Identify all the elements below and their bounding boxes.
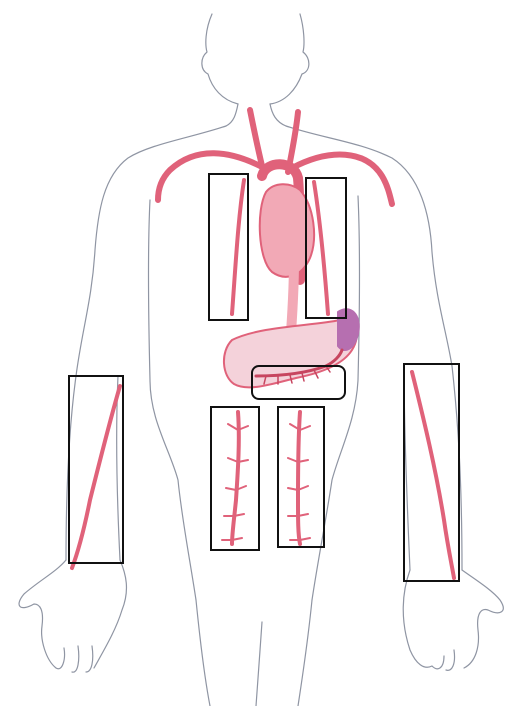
hips-outline (196, 600, 312, 706)
left-internal-thoracic-artery (314, 182, 328, 314)
left-radial-artery (412, 372, 454, 578)
torso-left-outline (76, 126, 226, 600)
head-outline (202, 14, 309, 104)
right-radial-artery (72, 386, 120, 568)
right-hand-outline (19, 560, 126, 672)
right-internal-thoracic-artery (232, 180, 244, 314)
neck-outline (226, 104, 286, 126)
left-hand-outline (403, 570, 503, 670)
left-inferior-epigastric-artery (298, 412, 300, 544)
right-arm-outline (66, 376, 120, 560)
arteries (72, 110, 454, 578)
right-inferior-epigastric-artery (232, 412, 239, 544)
left-radial-box (404, 364, 459, 581)
